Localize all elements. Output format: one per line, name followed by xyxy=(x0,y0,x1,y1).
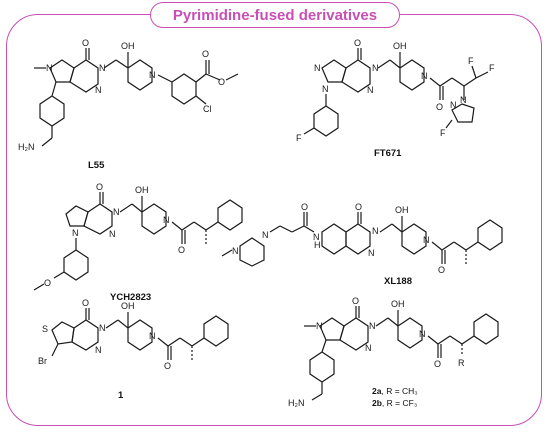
atom-n: N xyxy=(113,207,120,217)
atom-n: N xyxy=(149,331,156,341)
atom-oh: OH xyxy=(393,41,407,51)
structure-l55: O N N N H₂N OH N Cl O O xyxy=(18,38,239,152)
atom-o: O xyxy=(352,296,359,306)
atom-o: O xyxy=(164,361,171,371)
atom-n: N xyxy=(232,246,239,256)
atom-f: F xyxy=(296,133,302,143)
atom-f: F xyxy=(468,56,474,66)
atom-n: N xyxy=(423,235,430,245)
atom-o: O xyxy=(301,202,308,212)
compound-name-ft671: FT671 xyxy=(374,148,402,159)
atom-n: N xyxy=(369,321,376,331)
atom-n: N xyxy=(368,248,375,258)
substituent-2a-text: , R = CH₃ xyxy=(381,386,418,396)
atom-n: N xyxy=(72,228,79,238)
atom-nh2: H₂N xyxy=(288,398,305,408)
compound-name-l55: L55 xyxy=(88,160,105,171)
substituent-2b-text: , R = CF₃ xyxy=(381,398,418,408)
atom-o: O xyxy=(438,265,445,275)
atom-o: O xyxy=(434,359,441,369)
atom-o: O xyxy=(82,298,89,308)
atom-n: N xyxy=(99,63,106,73)
atom-n: N xyxy=(367,85,374,95)
compound-name-ych2823: YCH2823 xyxy=(110,292,152,303)
atom-n: N xyxy=(460,95,467,105)
atom-oh: OH xyxy=(121,41,135,51)
atom-n: N xyxy=(316,321,323,331)
atom-n: N xyxy=(163,215,170,225)
substituent-2b: 2b, R = CF₃ xyxy=(372,398,417,408)
atom-cl: Cl xyxy=(203,104,212,114)
atom-o: O xyxy=(44,278,51,288)
atom-n: N xyxy=(419,329,426,339)
atom-h: H xyxy=(314,240,321,250)
atom-n: N xyxy=(421,71,428,81)
atom-n: N xyxy=(46,63,53,73)
atom-n: N xyxy=(322,84,329,94)
compound-id-2b: 2b xyxy=(372,398,382,408)
atom-oh: OH xyxy=(135,185,149,195)
atom-o: O xyxy=(82,38,89,48)
atom-n: N xyxy=(95,345,102,355)
atom-n: N xyxy=(372,63,379,73)
atom-n: N xyxy=(109,229,116,239)
atom-nh2: H₂N xyxy=(18,142,35,152)
compound-name-1: 1 xyxy=(118,390,124,401)
atom-oh: OH xyxy=(395,205,409,215)
atom-oh: OH xyxy=(391,299,405,309)
atom-n: N xyxy=(372,226,379,236)
structure-xl188: N N O N H O N N OH N O xyxy=(221,202,503,275)
atom-o: O xyxy=(218,77,225,87)
atom-o: O xyxy=(436,102,443,112)
atom-f: F xyxy=(489,63,495,73)
atom-n: N xyxy=(365,343,372,353)
atom-o: O xyxy=(355,202,362,212)
atom-n: N xyxy=(95,85,102,95)
atom-o: O xyxy=(178,245,185,255)
atom-o: O xyxy=(96,182,103,192)
atom-r: R xyxy=(458,358,465,368)
substituent-2a: 2a, R = CH₃ xyxy=(372,386,418,396)
atom-n: N xyxy=(313,232,320,242)
structure-2a-2b: O N N N H₂N OH N O R xyxy=(288,296,499,408)
atom-o: O xyxy=(354,38,361,48)
atom-n: N xyxy=(450,100,457,110)
compound-name-xl188: XL188 xyxy=(384,276,412,287)
atom-n: N xyxy=(262,230,269,240)
atom-o: O xyxy=(202,49,209,59)
atom-n: N xyxy=(149,70,156,80)
title-pill: Pyrimidine-fused derivatives xyxy=(150,2,400,28)
structure-1: S O N N Br OH N O xyxy=(38,298,229,371)
atom-br: Br xyxy=(38,356,47,366)
panel-title: Pyrimidine-fused derivatives xyxy=(172,6,378,24)
atom-s: S xyxy=(42,324,48,334)
atom-f: F xyxy=(440,128,446,138)
structure-ych2823: O N N N O OH N O xyxy=(33,182,243,291)
atom-oh: OH xyxy=(121,301,135,311)
atom-n: N xyxy=(314,63,321,73)
compound-id-2a: 2a xyxy=(372,386,382,396)
atom-n: N xyxy=(99,323,106,333)
structure-ft671: O N N N N F OH N O F F N N F xyxy=(296,38,495,143)
